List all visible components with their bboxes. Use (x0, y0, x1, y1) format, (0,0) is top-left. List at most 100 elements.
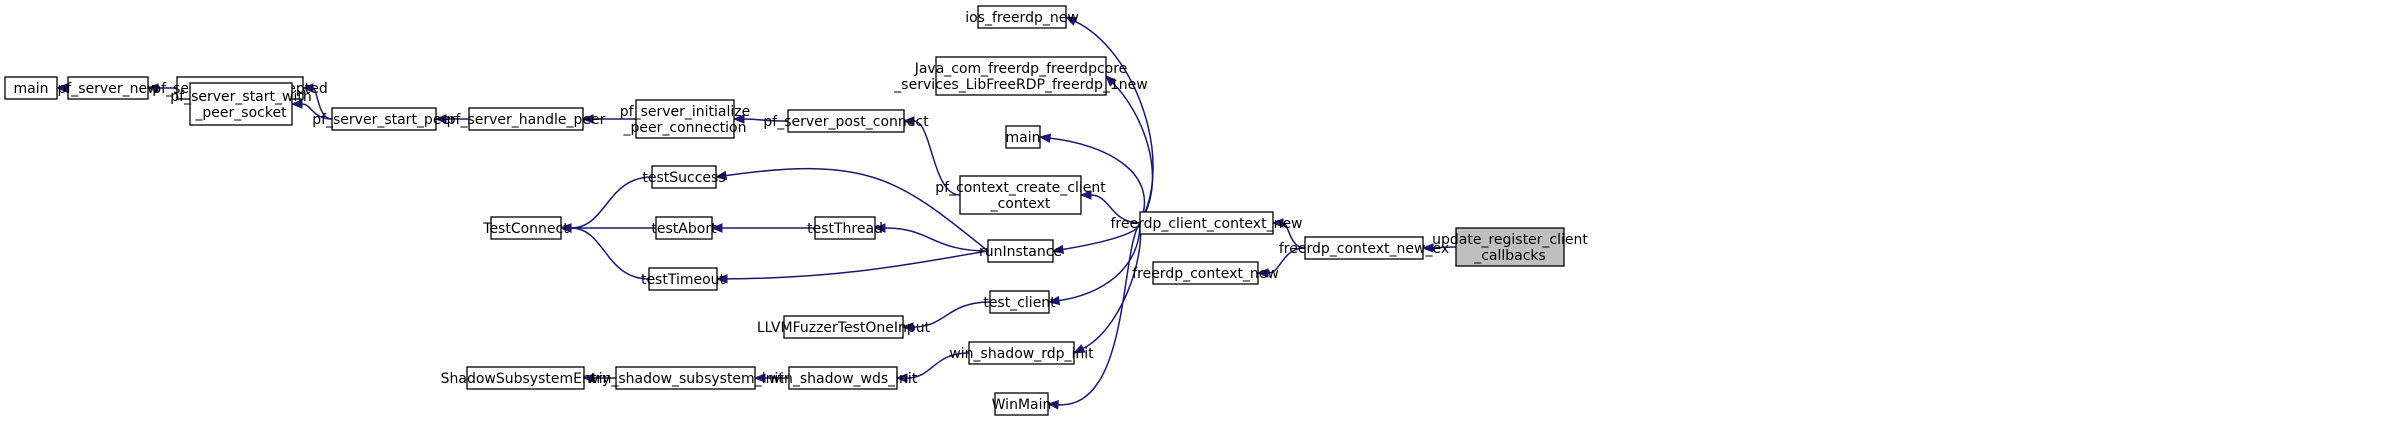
node-win-shadow-subsystem-init[interactable]: win_shadow_subsystem_init (587, 366, 784, 390)
edge-line (1432, 246, 1457, 249)
edge-arrowhead (290, 99, 303, 109)
node-java-new[interactable]: Java_com_freerdp_freerdpcore_services_Li… (893, 56, 1148, 96)
node-LLVMFuzzerTestOneInput[interactable]: LLVMFuzzerTestOneInput (757, 315, 931, 339)
node-ShadowSubsystemEntry[interactable]: ShadowSubsystemEntry (441, 366, 611, 390)
call-edge-win_shadow_wds_init-to-win_shadow_rdp_init (895, 352, 970, 383)
edge-arrowhead (873, 223, 886, 233)
edge-line (912, 301, 991, 328)
node-label: runInstance (979, 244, 1062, 260)
node-box (989, 290, 1050, 314)
node-box (787, 109, 905, 133)
node-box (490, 216, 562, 240)
node-box (1005, 125, 1041, 149)
call-edge-freerdp_context_new-to-freerdp_context_new_ex (1256, 247, 1306, 278)
node-label: pf_server_start_with (170, 89, 311, 105)
call-edge-LLVMFuzzerTestOneInput-to-test_client (901, 301, 991, 332)
node-freerdp-context-new-ex[interactable]: freerdp_context_new_ex (1279, 236, 1449, 260)
node-box (1304, 236, 1424, 260)
node-label: update_register_client (1432, 232, 1588, 248)
node-box (651, 165, 717, 189)
node-pf-server-post-connect[interactable]: pf_server_post_connect (763, 109, 929, 133)
node-win-shadow-wds-init[interactable]: win_shadow_wds_init (769, 366, 918, 390)
call-edge-pf_context_create_client_context-to-freerdp_client_context_new (1079, 190, 1141, 224)
edge-arrowhead (901, 322, 914, 332)
node-label: testTimeout (641, 272, 726, 288)
node-label: _context (990, 196, 1051, 212)
call-edge-pf_server_start_with_peer_socket-to-pf_server_start_peer (290, 99, 333, 120)
node-box (814, 216, 876, 240)
edge-arrowhead (434, 114, 447, 124)
edge-arrowhead (1271, 218, 1284, 228)
node-box (1455, 227, 1565, 267)
node-label: win_shadow_subsystem_init (587, 371, 784, 387)
call-edge-testTimeout-to-runInstance (715, 250, 989, 284)
edge-arrowhead (581, 114, 594, 124)
node-label: freerdp_context_new (1132, 266, 1279, 282)
node-box (615, 366, 756, 390)
node-ios-freerdp-new[interactable]: ios_freerdp_new (965, 5, 1079, 29)
call-edge-pf_server_post_connect-to-pf_context_create_client_context (902, 116, 961, 196)
node-pf-server-handle-peer[interactable]: pf_server_handle_peer (447, 107, 606, 131)
call-edge-testAbort-to-testThread (710, 223, 815, 233)
node-update-register-client-callbacks[interactable]: update_register_client_callbacks (1432, 227, 1588, 267)
node-box (788, 366, 898, 390)
edge-arrowhead (714, 170, 728, 181)
edge-line (743, 118, 789, 122)
node-main-left[interactable]: main (4, 76, 58, 100)
edge-arrowhead (715, 274, 728, 284)
node-box (959, 175, 1082, 215)
node-runInstance[interactable]: runInstance (979, 239, 1062, 263)
node-label: testSuccess (642, 170, 725, 186)
node-testAbort[interactable]: testAbort (651, 216, 717, 240)
node-pf-context-create-client-context[interactable]: pf_context_create_client_context (935, 175, 1106, 215)
node-box (1139, 211, 1274, 235)
node-pf-server-start-with-peer-socket[interactable]: pf_server_start_with_peer_socket (170, 82, 312, 126)
node-freerdp-context-new[interactable]: freerdp_context_new (1132, 261, 1279, 285)
node-label: _peer_socket (194, 105, 287, 121)
node-win-shadow-rdp-init[interactable]: win_shadow_rdp_init (949, 341, 1094, 365)
edge-arrowhead (301, 83, 314, 93)
call-edge-ShadowSubsystemEntry-to-win_shadow_subsystem_init (582, 373, 616, 383)
node-testTimeout[interactable]: testTimeout (641, 267, 726, 291)
node-testThread[interactable]: testThread (807, 216, 883, 240)
edge-arrowhead (1256, 268, 1269, 278)
node-box (935, 56, 1107, 96)
call-edge-main_mid-to-freerdp_client_context_new (1038, 133, 1146, 224)
edge-line (1082, 222, 1142, 350)
edge-arrowhead (582, 373, 595, 383)
node-freerdp-client-context-new[interactable]: freerdp_client_context_new (1110, 211, 1303, 235)
node-pf-server-initialize-peer-connection[interactable]: pf_server_initialize_peer_connection (620, 99, 750, 139)
nodes-layer: mainpf_server_newpf_server_peer_accepted… (4, 5, 1588, 416)
node-TestConnect[interactable]: TestConnect (482, 216, 569, 240)
edge-arrowhead (559, 223, 572, 233)
node-label: ios_freerdp_new (965, 10, 1079, 26)
node-pf-server-start-peer[interactable]: pf_server_start_peer (312, 107, 456, 131)
edge-line (906, 352, 970, 379)
edge-arrowhead (1072, 344, 1086, 354)
node-box (1152, 261, 1259, 285)
node-main-mid[interactable]: main (1005, 125, 1041, 149)
node-label: win_shadow_wds_init (769, 371, 918, 387)
node-pf-server-new[interactable]: pf_server_new (57, 76, 159, 100)
call-edge-win_shadow_rdp_init-to-freerdp_client_context_new (1072, 222, 1142, 354)
edge-line (726, 250, 989, 280)
node-label: _peer_connection (622, 120, 746, 136)
node-WinMain[interactable]: WinMain (992, 392, 1052, 416)
node-label: pf_context_create_client (935, 180, 1106, 196)
node-label: freerdp_client_context_new (1110, 216, 1302, 232)
node-testSuccess[interactable]: testSuccess (642, 165, 726, 189)
node-label: win_shadow_rdp_init (949, 346, 1094, 362)
edge-line (1074, 20, 1154, 224)
edge-arrowhead (902, 116, 915, 126)
call-edge-testThread-to-runInstance (873, 223, 989, 252)
node-box (67, 76, 149, 100)
call-edge-freerdp_client_context_new-to-freerdp_context_new_ex (1271, 218, 1306, 249)
edge-arrowhead (732, 114, 745, 124)
edge-arrowhead (895, 373, 908, 383)
call-edge-TestConnect-to-testTimeout (559, 223, 650, 280)
node-test-client[interactable]: test_client (983, 290, 1056, 314)
node-box (994, 392, 1049, 416)
edge-arrowhead (753, 373, 766, 383)
node-box (783, 315, 904, 339)
call-edge-WinMain-to-freerdp_client_context_new (1046, 222, 1141, 410)
